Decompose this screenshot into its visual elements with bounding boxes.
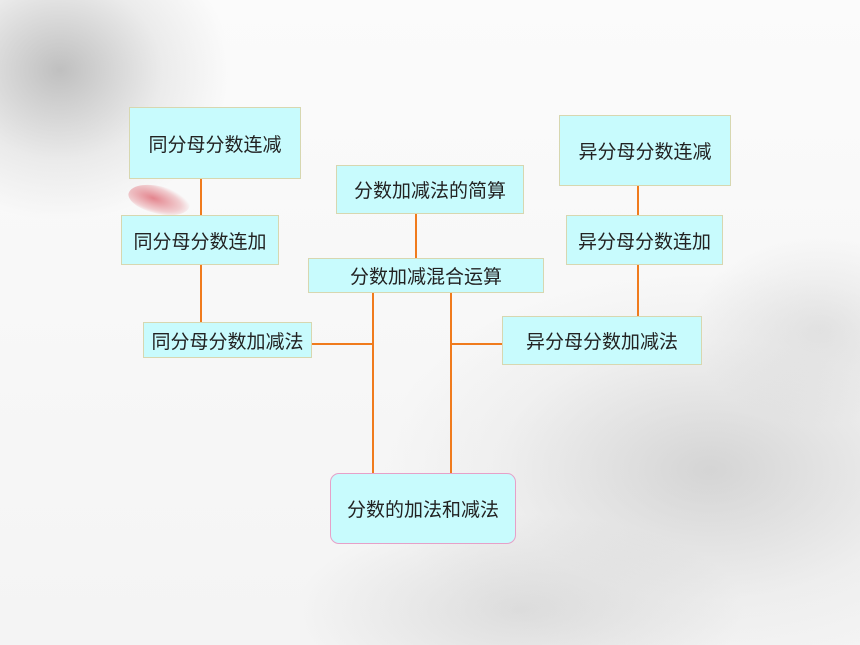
node-different-denominator-add-chain: 异分母分数连加 xyxy=(566,215,723,265)
node-simplified-calculation: 分数加减法的简算 xyxy=(336,165,524,214)
node-same-denominator-subtract-chain: 同分母分数连减 xyxy=(129,107,301,179)
node-different-denominator-add-subtract: 异分母分数加减法 xyxy=(502,316,702,365)
node-mixed-operations: 分数加减混合运算 xyxy=(308,258,544,293)
node-same-denominator-add-chain: 同分母分数连加 xyxy=(121,215,279,265)
node-different-denominator-subtract-chain: 异分母分数连减 xyxy=(559,115,731,186)
node-same-denominator-add-subtract: 同分母分数加减法 xyxy=(143,322,312,358)
node-fraction-addition-and-subtraction: 分数的加法和减法 xyxy=(330,473,516,544)
